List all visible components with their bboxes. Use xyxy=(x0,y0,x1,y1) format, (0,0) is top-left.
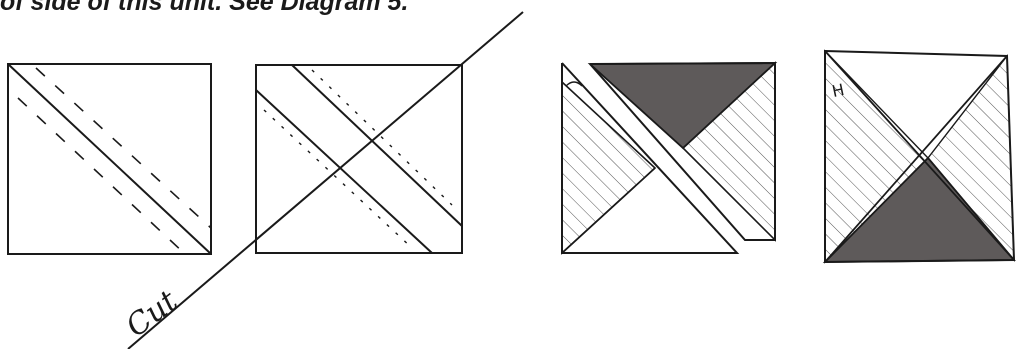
stitch-line-dashed xyxy=(264,110,412,248)
square-stitched-diagonal xyxy=(8,64,211,254)
square-hourglass-unit: H xyxy=(825,51,1014,262)
cut-label: Cut xyxy=(120,283,185,344)
cut-line xyxy=(128,12,523,349)
square-cut-lines xyxy=(256,65,462,253)
square-outline xyxy=(256,65,462,253)
diagonal-line xyxy=(8,64,211,254)
stitch-line-dashed xyxy=(18,98,185,254)
square-separated-triangles xyxy=(562,63,775,253)
stitch-line-dashed xyxy=(36,68,211,228)
